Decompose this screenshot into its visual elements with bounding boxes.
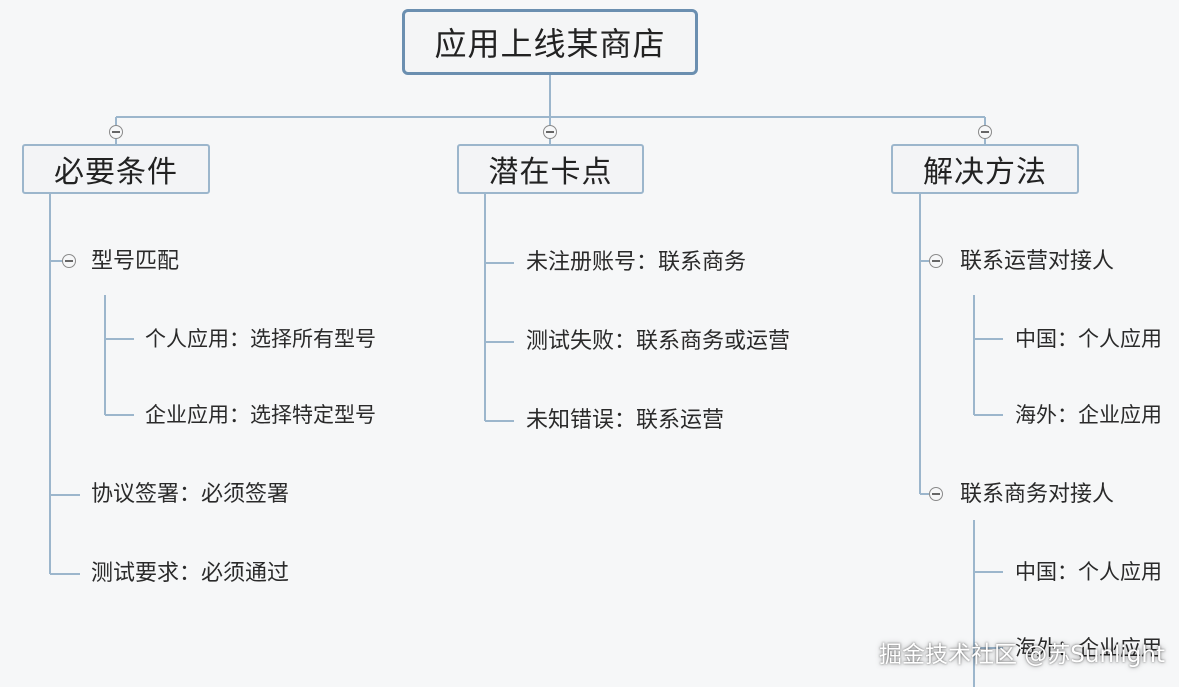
topic-test-requirement[interactable]: 测试要求：必须通过 bbox=[91, 561, 290, 586]
topic-unknown-error[interactable]: 未知错误：联系运营 bbox=[526, 408, 725, 433]
subtopic-china-personal[interactable]: 中国：个人应用 bbox=[1015, 327, 1162, 351]
subtopic-enterprise-app[interactable]: 企业应用：选择特定型号 bbox=[145, 403, 376, 427]
subtopic-china-personal[interactable]: 中国：个人应用 bbox=[1015, 560, 1162, 584]
branch-node-label: 潜在卡点 bbox=[488, 155, 613, 190]
topic-business-contact[interactable]: 联系商务对接人 bbox=[960, 482, 1115, 507]
branch-node-solutions[interactable]: 解决方法 bbox=[891, 144, 1079, 194]
topic-test-failure[interactable]: 测试失败：联系商务或运营 bbox=[526, 329, 791, 354]
root-node-label: 应用上线某商店 bbox=[434, 25, 666, 63]
branch-node-label: 必要条件 bbox=[54, 155, 178, 190]
root-node[interactable]: 应用上线某商店 bbox=[402, 9, 698, 75]
collapse-toggle-icon[interactable] bbox=[929, 254, 943, 268]
subtopic-personal-app[interactable]: 个人应用：选择所有型号 bbox=[145, 327, 376, 351]
collapse-toggle-icon[interactable] bbox=[109, 125, 123, 139]
watermark: 掘金技术社区 @苏Sunlight bbox=[878, 642, 1165, 668]
collapse-toggle-icon[interactable] bbox=[62, 254, 76, 268]
topic-model-match[interactable]: 型号匹配 bbox=[91, 249, 180, 274]
topic-agreement[interactable]: 协议签署：必须签署 bbox=[91, 482, 290, 507]
collapse-toggle-icon[interactable] bbox=[929, 487, 943, 501]
branch-node-blockers[interactable]: 潜在卡点 bbox=[457, 144, 644, 194]
topic-unregistered-account[interactable]: 未注册账号：联系商务 bbox=[526, 250, 747, 275]
collapse-toggle-icon[interactable] bbox=[978, 125, 992, 139]
topic-operations-contact[interactable]: 联系运营对接人 bbox=[960, 249, 1115, 274]
branch-node-label: 解决方法 bbox=[923, 155, 1047, 190]
branch-node-requirements[interactable]: 必要条件 bbox=[22, 144, 210, 194]
subtopic-overseas-enterprise[interactable]: 海外：企业应用 bbox=[1015, 403, 1162, 427]
collapse-toggle-icon[interactable] bbox=[543, 125, 557, 139]
subtopic-overseas-enterprise[interactable]: 海外：企业应用 bbox=[1015, 636, 1162, 660]
